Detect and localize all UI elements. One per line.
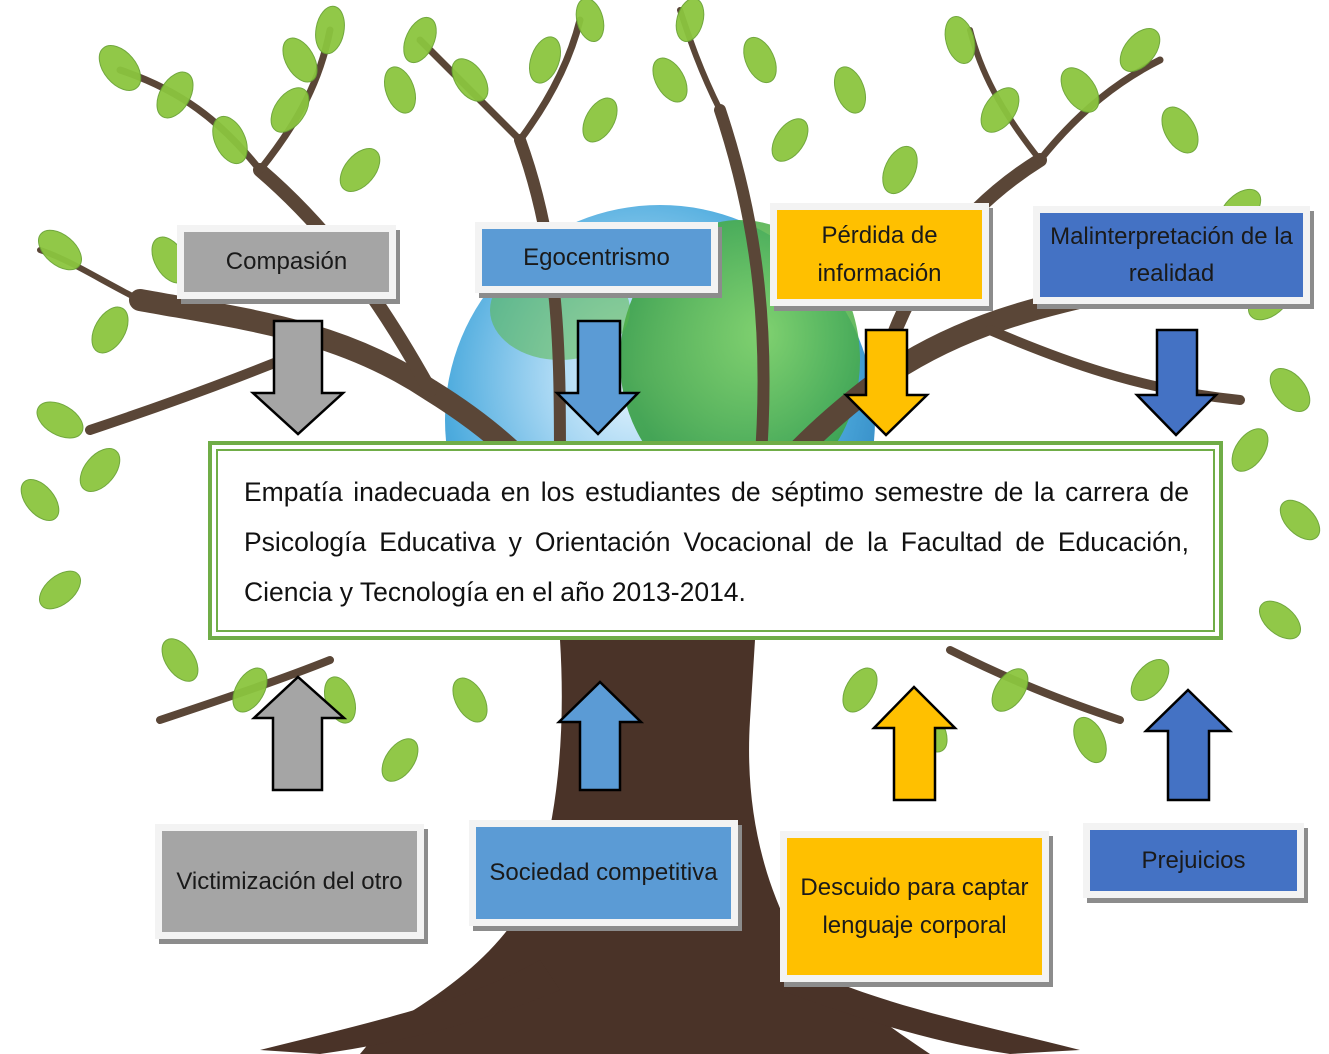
- arrow-up-icon: [250, 675, 348, 792]
- arrow-down-icon: [249, 319, 347, 436]
- effect-label: Malinterpretación de la realidad: [1050, 222, 1293, 287]
- cause-label: Prejuicios: [1141, 846, 1246, 874]
- effect-box-egocentrismo: Egocentrismo: [475, 222, 718, 293]
- central-problem-box: Empatía inadecuada en los estudiantes de…: [208, 441, 1223, 640]
- cause-box-prejuicios: Prejuicios: [1083, 823, 1304, 898]
- cause-label: Descuido para captar lenguaje corporal: [800, 874, 1029, 939]
- central-problem-text: Empatía inadecuada en los estudiantes de…: [244, 477, 1189, 607]
- arrow-up-icon: [555, 680, 645, 792]
- effect-label: Compasión: [225, 248, 348, 276]
- arrow-down-icon: [842, 328, 931, 437]
- tree-leaves: [20, 0, 1321, 782]
- cause-box-victimizacion: Victimización del otro: [155, 824, 424, 939]
- effect-label: Egocentrismo: [523, 243, 670, 271]
- cause-box-sociedad-competitiva: Sociedad competitiva: [469, 820, 738, 926]
- arrow-up-icon: [871, 685, 959, 802]
- cause-box-descuido: Descuido para captar lenguaje corporal: [780, 831, 1049, 982]
- cause-label: Victimización del otro: [176, 867, 403, 895]
- arrow-down-icon: [553, 319, 641, 436]
- effect-box-malinterpretacion: Malinterpretación de la realidad: [1033, 206, 1310, 304]
- effect-box-perdida-de-informacion: Pérdida de información: [770, 203, 989, 306]
- arrow-down-icon: [1134, 328, 1220, 437]
- effect-box-compasion: Compasión: [177, 225, 396, 299]
- cause-label: Sociedad competitiva: [489, 859, 718, 887]
- effect-label: Pérdida de información: [817, 222, 942, 287]
- arrow-up-icon: [1142, 688, 1234, 802]
